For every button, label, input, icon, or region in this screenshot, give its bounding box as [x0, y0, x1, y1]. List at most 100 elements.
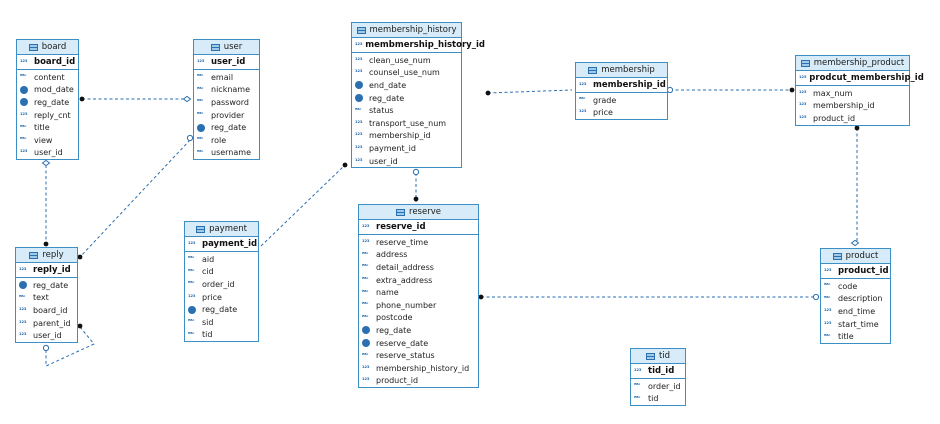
one-end-marker [478, 294, 484, 300]
number-type-icon: ¹²³ [20, 111, 28, 119]
column-name: sid [202, 317, 214, 327]
primary-key-row: ¹²³ membership_id [576, 78, 667, 93]
table-icon [210, 43, 220, 51]
column-row: reg_date [17, 96, 78, 109]
column-name: max_num [813, 88, 853, 98]
key-number-icon: ¹²³ [355, 41, 363, 49]
text-type-icon: ᴿᴮᶜ [362, 289, 369, 296]
column-name: product_id [813, 113, 856, 123]
table-icon [196, 225, 206, 233]
table-icon [356, 26, 366, 34]
column-name: membership_id [813, 101, 875, 111]
one-end-marker [485, 90, 491, 96]
table-icon [832, 252, 842, 260]
column-name: clean_use_num [369, 55, 431, 65]
text-type-icon: ᴿᴮᶜ [20, 74, 27, 81]
primary-key-name: membership_id [593, 80, 666, 90]
column-name: aid [202, 254, 215, 264]
date-type-icon [355, 81, 363, 90]
primary-key-name: prodcut_membership_id [809, 73, 924, 83]
key-number-icon: ¹²³ [197, 58, 205, 66]
column-name: view [34, 135, 53, 145]
number-type-icon: ¹²³ [355, 157, 363, 165]
column-name: provider [211, 110, 245, 120]
column-name: order_id [202, 279, 235, 289]
column-name: grade [593, 95, 617, 105]
table-title: reply [42, 250, 64, 260]
column-name: password [211, 97, 249, 107]
column-row: reg_date [16, 279, 77, 292]
text-type-icon: ᴿᴮᶜ [20, 137, 27, 144]
column-name: reserve_time [376, 237, 429, 247]
column-name: address [376, 250, 408, 260]
column-name: reg_date [211, 123, 247, 133]
date-type-icon [188, 305, 196, 314]
key-number-icon: ¹²³ [824, 267, 832, 275]
column-name: nickname [211, 85, 251, 95]
column-name: counsel_use_num [369, 68, 440, 78]
one-end-marker [789, 87, 795, 93]
table-title: product [845, 251, 879, 261]
number-type-icon: ¹²³ [19, 332, 27, 340]
number-type-icon: ¹²³ [362, 364, 370, 372]
text-type-icon: ᴿᴮᶜ [362, 277, 369, 284]
primary-key-name: board_id [34, 57, 76, 67]
number-type-icon: ¹²³ [362, 238, 370, 246]
column-name: membership_id [369, 131, 431, 141]
column-name: tid [648, 394, 659, 404]
table-icon [588, 66, 598, 74]
column-name: title [838, 332, 854, 342]
column-row: reg_date [185, 303, 258, 316]
column-name: parent_id [33, 318, 71, 328]
column-name: user_id [369, 156, 398, 166]
column-name: end_date [369, 80, 407, 90]
text-type-icon: ᴿᴮᶜ [579, 97, 586, 104]
number-type-icon: ¹²³ [824, 307, 832, 315]
table-title: payment [209, 224, 247, 234]
column-name: status [369, 106, 394, 116]
column-name: name [376, 288, 399, 298]
column-name: reg_date [376, 325, 412, 335]
date-type-icon [362, 339, 370, 348]
table-header: membership_product [796, 56, 909, 71]
column-name: postcode [376, 313, 413, 323]
table-header: membership [576, 63, 667, 78]
key-number-icon: ¹²³ [579, 81, 587, 89]
primary-key-name: reserve_id [376, 222, 426, 232]
column-name: cid [202, 267, 214, 277]
